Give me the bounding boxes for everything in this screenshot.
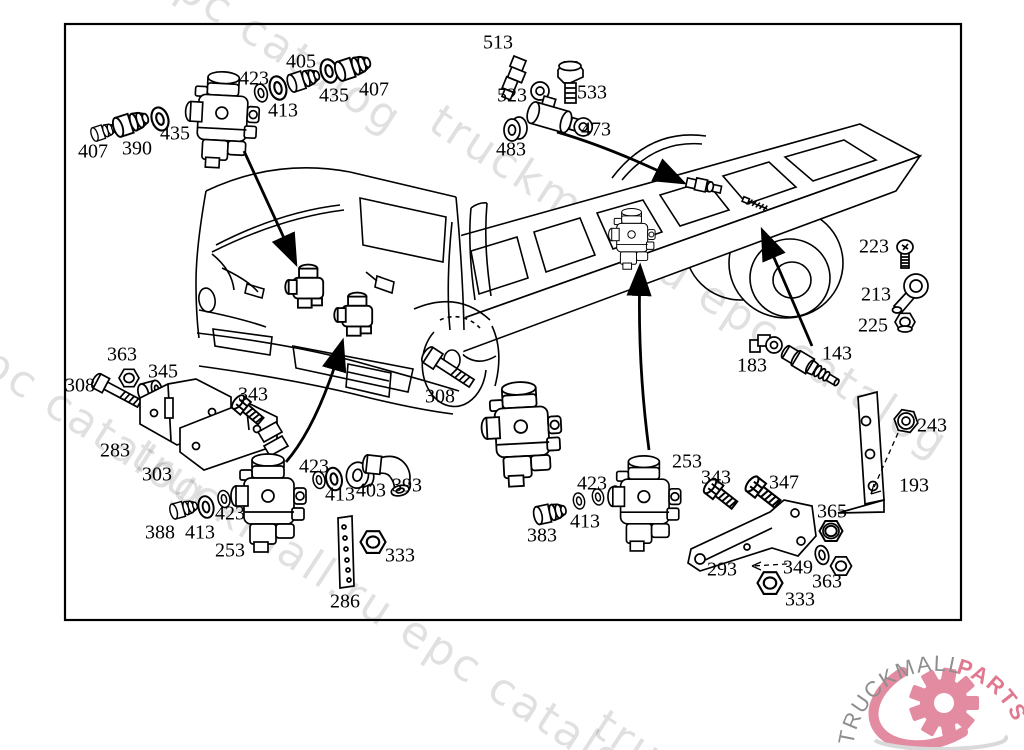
part-413-washer-c xyxy=(195,493,217,521)
part-number-label: 308 xyxy=(425,385,455,408)
part-number-label: 413 xyxy=(185,521,215,544)
part-308-bolt-c xyxy=(420,346,476,389)
part-number-label: 533 xyxy=(577,81,607,104)
part-number-label: 413 xyxy=(325,483,355,506)
part-number-label: 286 xyxy=(330,590,360,613)
logo: TRUCKMALL PARTS xyxy=(833,651,1024,750)
part-293-bracket xyxy=(687,499,817,572)
part-number-label: 363 xyxy=(107,343,137,366)
part-225-nut xyxy=(894,312,916,333)
part-number-label: 253 xyxy=(215,539,245,562)
arrow-5 xyxy=(626,262,652,451)
part-253-valve-right xyxy=(607,455,682,552)
part-number-label: 213 xyxy=(861,283,891,306)
part-number-label: 413 xyxy=(570,510,600,533)
arrow-3 xyxy=(556,130,688,185)
part-number-label: 523 xyxy=(497,84,527,107)
part-number-label: 388 xyxy=(145,521,175,544)
truck-cab xyxy=(193,167,500,415)
part-number-label: 423 xyxy=(299,455,329,478)
part-number-label: 473 xyxy=(581,118,611,141)
part-number-label: 363 xyxy=(812,570,842,593)
part-number-label: 407 xyxy=(78,140,108,163)
arrow-4 xyxy=(760,226,814,347)
part-number-label: 423 xyxy=(577,472,607,495)
part-363-nut xyxy=(118,368,140,388)
part-number-label: 413 xyxy=(268,99,298,122)
part-number-label: 308 xyxy=(65,374,95,397)
part-number-label: 283 xyxy=(100,439,130,462)
part-number-label: 383 xyxy=(527,524,557,547)
part-number-label: 390 xyxy=(122,137,152,160)
part-number-label: 435 xyxy=(319,84,349,107)
rear-fender-arc xyxy=(611,134,707,179)
diagram-border xyxy=(63,22,963,622)
part-143-sensor xyxy=(780,344,840,387)
part-number-label: 347 xyxy=(769,471,799,494)
part-183 xyxy=(749,334,783,354)
part-393-elbow xyxy=(361,454,411,497)
part-number-label: 513 xyxy=(483,31,513,54)
part-number-label: 193 xyxy=(899,474,929,497)
part-number-label: 345 xyxy=(148,360,178,383)
part-number-label: 333 xyxy=(385,544,415,567)
part-number-label: 423 xyxy=(239,67,269,90)
parts-layer xyxy=(88,51,929,595)
logo-swoosh xyxy=(868,667,968,750)
part-413-washer xyxy=(266,73,290,103)
part-number-label: 365 xyxy=(817,500,847,523)
part-number-label: 435 xyxy=(160,122,190,145)
part-365-nut xyxy=(818,520,844,542)
part-number-label: 333 xyxy=(785,588,815,611)
part-473 xyxy=(526,94,594,137)
part-513 xyxy=(500,54,528,101)
part-286-strip xyxy=(337,515,355,589)
part-349-washer xyxy=(812,543,832,567)
part-number-label: 403 xyxy=(356,479,386,502)
part-number-label: 293 xyxy=(707,558,737,581)
part-483-grommet xyxy=(503,116,528,142)
part-number-label: 223 xyxy=(859,235,889,258)
part-number-label: 183 xyxy=(737,354,767,377)
frame-fitting xyxy=(684,176,723,195)
part-213-clamp xyxy=(891,273,929,314)
part-383-fitting xyxy=(531,500,569,527)
arrow-1 xyxy=(242,150,298,268)
part-308-bolt xyxy=(90,372,143,409)
part-number-label: 407 xyxy=(359,78,389,101)
part-223-screw xyxy=(896,239,914,269)
truck-drawing xyxy=(193,123,923,415)
part-number-label: 143 xyxy=(822,342,852,365)
part-333-nut-r xyxy=(756,571,784,595)
part-number-label: 343 xyxy=(238,383,268,406)
part-number-label: 423 xyxy=(215,502,245,525)
part-number-label: 483 xyxy=(496,138,526,161)
part-number-label: 349 xyxy=(783,556,813,579)
part-number-label: 225 xyxy=(858,314,888,337)
part-number-label: 243 xyxy=(917,414,947,437)
logo-gear-icon xyxy=(909,667,979,739)
part-390-fitting xyxy=(109,107,152,140)
logo-shadow xyxy=(873,734,1009,750)
part-533-bolt xyxy=(557,60,584,104)
arrows-layer xyxy=(242,130,814,463)
part-333-nut-c xyxy=(359,530,387,554)
part-243-nut xyxy=(893,408,919,434)
part-number-label: 343 xyxy=(701,466,731,489)
part-193-bracket xyxy=(837,390,885,514)
part-number-label: 253 xyxy=(672,450,702,473)
part-number-label: 393 xyxy=(392,474,422,497)
dashed-arrows xyxy=(751,432,899,571)
frame-stud xyxy=(741,195,768,211)
part-valve-middle xyxy=(478,379,566,489)
part-number-label: 405 xyxy=(286,50,316,73)
arrow-2 xyxy=(284,337,347,463)
part-388-fitting xyxy=(167,497,200,521)
part-number-label: 303 xyxy=(142,463,172,486)
